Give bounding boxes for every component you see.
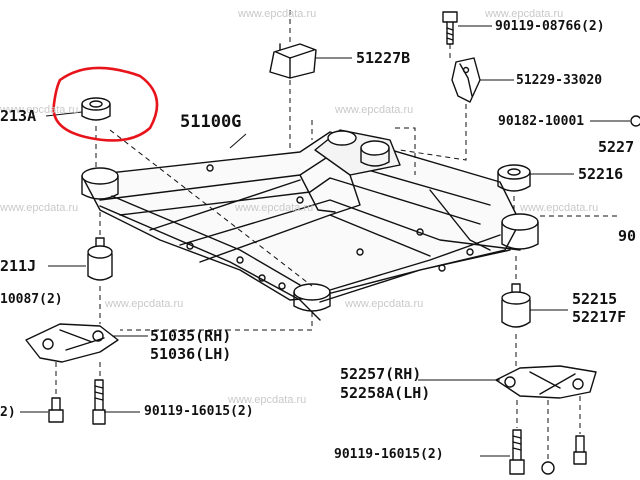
plate-52257 [495,365,597,399]
watermark: www.epcdata.ru [520,202,599,214]
label-10087[interactable]: 10087(2) [0,292,63,307]
watermark: www.epcdata.ru [345,298,424,310]
watermark: www.epcdata.ru [238,8,317,20]
label-51035[interactable]: 51035(RH) [150,327,232,345]
label-211j[interactable]: 211J [0,257,37,275]
nut-right [541,461,555,475]
label-52215[interactable]: 52215 [572,290,618,308]
bolt-90119-16015-left [92,379,106,425]
label-90119-16015-right[interactable]: 90119-16015(2) [334,447,444,462]
bolt-90119-08766 [442,11,458,45]
label-90[interactable]: 90 [618,227,637,245]
bracket-51229 [451,57,481,103]
bushing-213a [81,97,111,121]
bolt-right-short [573,435,587,465]
plate-51035 [25,323,119,363]
watermark: www.epcdata.ru [0,104,79,116]
watermark: www.epcdata.ru [105,298,184,310]
bolt-left-short [48,397,64,423]
label-52217f[interactable]: 52217F [572,308,627,326]
label-2[interactable]: 2) [0,405,16,420]
label-5227[interactable]: 5227 [598,138,635,156]
label-52258a[interactable]: 52258A(LH) [340,384,431,402]
label-52216[interactable]: 52216 [578,165,624,183]
label-90182-10001[interactable]: 90182-10001 [498,114,585,129]
bushing-52216 [497,164,531,192]
label-90119-08766[interactable]: 90119-08766(2) [495,19,605,34]
label-51229-33020[interactable]: 51229-33020 [516,73,603,88]
bracket-51227b [269,43,317,79]
label-51100g[interactable]: 51100G [180,112,242,132]
mount-52215 [501,283,531,328]
mount-211j [87,237,113,281]
watermark: www.epcdata.ru [0,202,79,214]
watermark: www.epcdata.ru [335,104,414,116]
label-51227b[interactable]: 51227B [356,49,411,67]
nut-90182 [630,115,640,127]
label-51036[interactable]: 51036(LH) [150,345,232,363]
subframe-51100g [81,129,539,321]
label-52257[interactable]: 52257(RH) [340,365,422,383]
label-213a[interactable]: 213A [0,107,37,125]
watermark: www.epcdata.ru [235,202,314,214]
highlight-circle [52,66,159,142]
bolt-90119-16015-right [509,429,525,475]
watermark: www.epcdata.ru [228,394,307,406]
label-90119-16015-left[interactable]: 90119-16015(2) [144,404,254,419]
watermark: www.epcdata.ru [485,8,564,20]
